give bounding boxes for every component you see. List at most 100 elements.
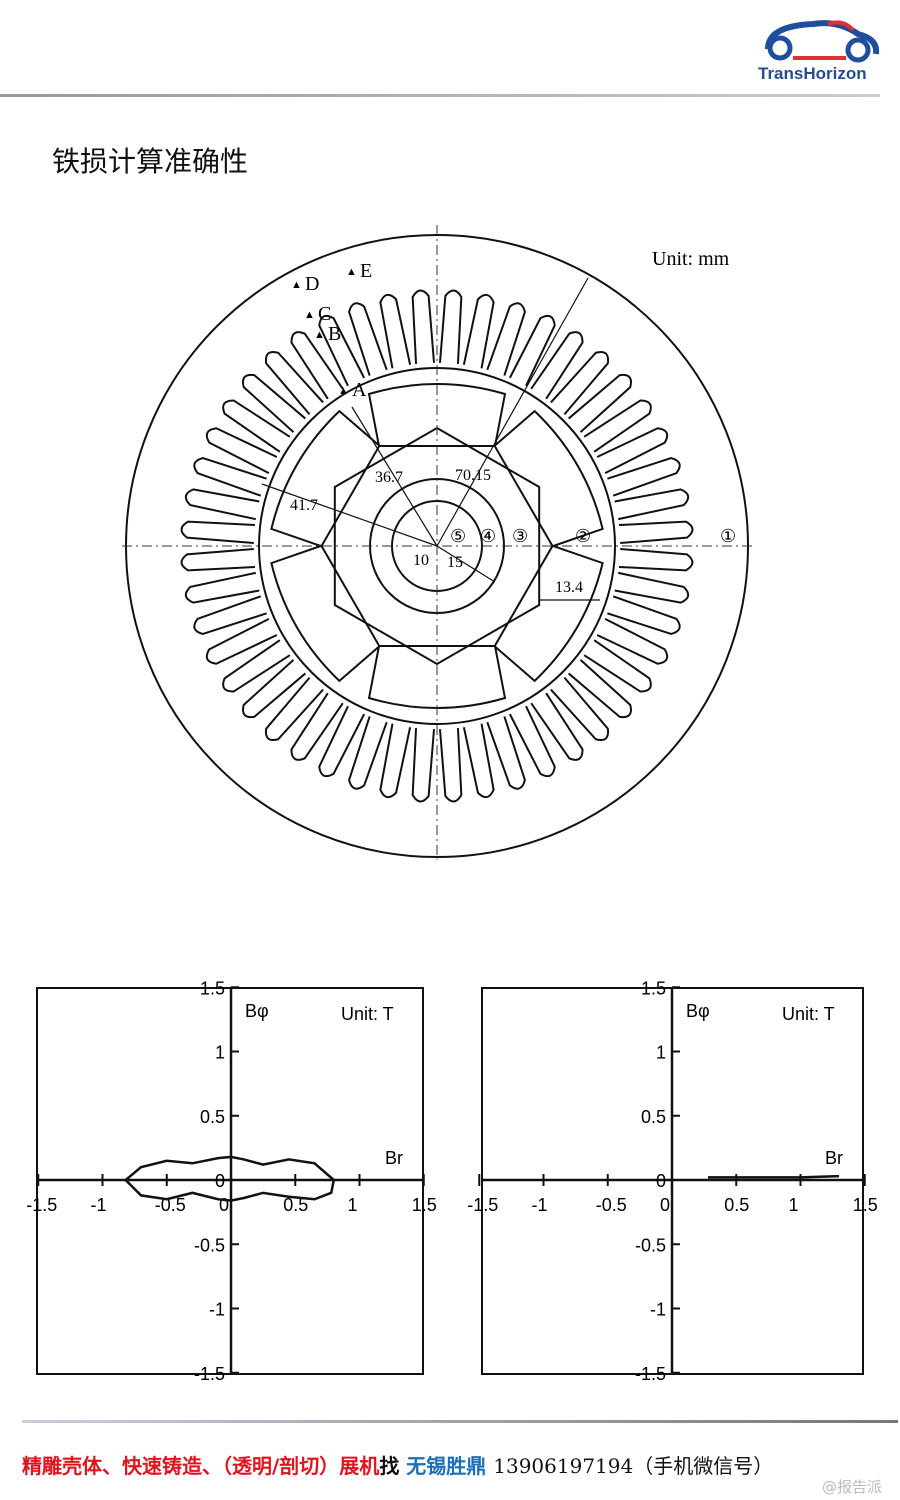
y-tick-label: 0.5	[641, 1107, 666, 1127]
x-tick-label: 1	[348, 1195, 358, 1215]
stator-slot	[550, 351, 610, 415]
stator-slot	[438, 289, 463, 365]
footer-company: 无锡胜鼎	[406, 1454, 487, 1478]
stator-slot	[614, 571, 690, 604]
stator-slot	[242, 373, 306, 433]
rotor-magnet	[270, 409, 381, 548]
rotor-magnet	[270, 544, 381, 683]
x-tick-label: 1	[789, 1195, 799, 1215]
x-tick-label: 0	[219, 1195, 229, 1215]
dimension-label: 10	[413, 552, 429, 569]
y-axis-label: Bφ	[686, 1001, 710, 1021]
watermark: @报告派	[822, 1478, 883, 1496]
rotor-magnet	[367, 383, 507, 447]
y-tick-label: 0	[215, 1171, 225, 1191]
position-marker: ⑤	[450, 526, 466, 546]
y-tick-label: 1.5	[641, 978, 666, 998]
x-tick-label: -0.5	[596, 1195, 627, 1215]
x-tick-label: -1	[532, 1195, 548, 1215]
dim-line-15	[436, 545, 496, 583]
y-tick-label: -1.5	[194, 1364, 225, 1384]
stator-slot	[379, 723, 412, 799]
rotor-magnet	[493, 544, 604, 683]
position-marker: ③	[512, 526, 528, 546]
x-tick-label: 0.5	[724, 1195, 749, 1215]
stator-slot	[583, 399, 652, 453]
stator-slot	[290, 692, 344, 761]
y-axis-label: Bφ	[245, 1001, 269, 1021]
dimension-label: 15	[447, 554, 463, 571]
point-label: E	[360, 260, 372, 282]
dimension-label: 41.7	[290, 497, 318, 514]
x-axis-label: Br	[825, 1148, 843, 1168]
stator-slot	[184, 488, 260, 521]
dim-line-outer	[436, 277, 589, 547]
stator-slot	[318, 314, 366, 387]
x-tick-label: 0.5	[283, 1195, 308, 1215]
point-label: B	[328, 323, 341, 345]
stator-slot	[614, 488, 690, 521]
stator-slot	[180, 520, 256, 545]
point-label: C	[318, 303, 331, 325]
footer-red-text: 精雕壳体、快速铸造、（透明/剖切）展机	[22, 1454, 380, 1478]
point-triangle-icon: ▲	[304, 309, 315, 321]
footer-divider	[22, 1420, 898, 1423]
dimension-label: 70.15	[455, 467, 491, 484]
y-tick-label: -1	[650, 1300, 666, 1320]
header-divider	[0, 94, 880, 97]
stator-slot	[193, 595, 267, 635]
x-tick-label: 1.5	[412, 1195, 437, 1215]
stator-slot	[568, 659, 632, 719]
stator-slot	[530, 692, 584, 761]
stator-slot	[508, 314, 556, 387]
x-axis-label: Br	[385, 1148, 403, 1168]
stator-slot	[618, 547, 694, 572]
y-tick-label: -1.5	[635, 1364, 666, 1384]
x-tick-label: -1.5	[26, 1195, 57, 1215]
unit-label: Unit: T	[341, 1004, 394, 1024]
position-marker: ④	[480, 526, 496, 546]
position-marker: ①	[720, 526, 736, 546]
stator-slot	[348, 716, 388, 790]
stator-slot	[318, 705, 366, 778]
stator-slot	[568, 373, 632, 433]
point-triangle-icon: ▲	[338, 385, 349, 397]
stator-slot	[184, 571, 260, 604]
logo-text: TransHorizon	[758, 64, 867, 83]
footer-black-text: 找	[379, 1454, 400, 1478]
stator-slot	[222, 639, 291, 693]
dim-line-36-7	[351, 406, 438, 547]
unit-label: Unit: T	[782, 1004, 835, 1024]
y-tick-label: 0	[656, 1171, 666, 1191]
stator-slot	[222, 399, 291, 453]
stator-slot	[550, 677, 610, 741]
point-triangle-icon: ▲	[314, 329, 325, 341]
y-tick-label: -0.5	[635, 1235, 666, 1255]
stator-slot	[462, 293, 495, 369]
x-tick-label: -1.5	[467, 1195, 498, 1215]
stator-slot	[596, 427, 669, 475]
flux-locus-line	[707, 1174, 840, 1179]
stator-slot	[411, 289, 436, 365]
point-label: D	[305, 273, 319, 295]
y-tick-label: 0.5	[200, 1107, 225, 1127]
stator-slot	[618, 520, 694, 545]
stator-slot	[379, 293, 412, 369]
position-marker: ②	[575, 526, 591, 546]
y-tick-label: 1.5	[200, 978, 225, 998]
stator-slot	[348, 302, 388, 376]
stator-slot	[411, 727, 436, 803]
rotor-hexagon	[333, 426, 541, 666]
stator-slot	[180, 547, 256, 572]
y-tick-label: -1	[209, 1300, 225, 1320]
stator-slot	[583, 639, 652, 693]
stator-slot	[530, 331, 584, 400]
dimension-label: 13.4	[555, 579, 583, 596]
x-tick-label: 0	[660, 1195, 670, 1215]
stator-slot	[607, 595, 681, 635]
stator-slot	[290, 331, 344, 400]
point-triangle-icon: ▲	[346, 266, 357, 278]
stator-slot	[462, 723, 495, 799]
